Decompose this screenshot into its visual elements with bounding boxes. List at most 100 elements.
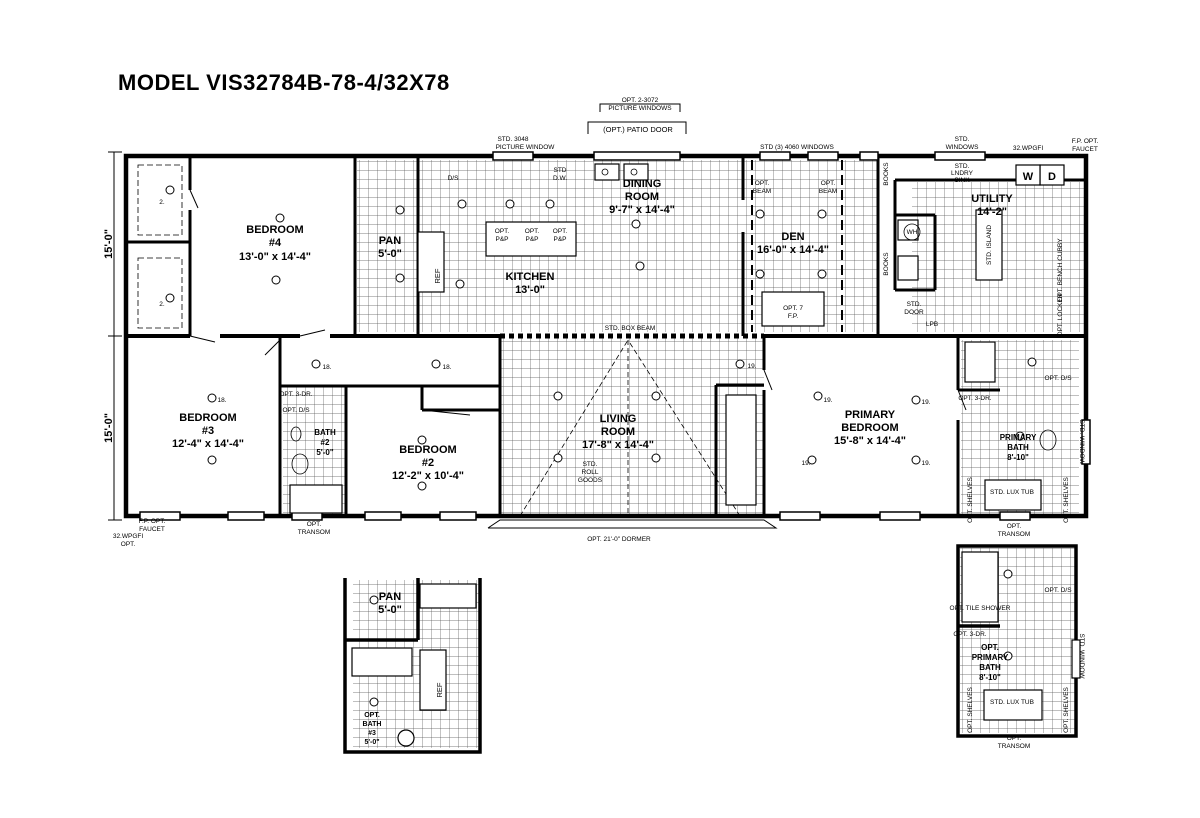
note-ldry-sink-3: SINK bbox=[954, 177, 970, 184]
model-title: MODEL VIS32784B-78-4/32X78 bbox=[118, 70, 450, 95]
note-pp-1: P&P bbox=[495, 236, 508, 243]
note-std-picture-window-2: PICTURE WINDOW bbox=[496, 144, 556, 151]
note-books-1: BOOKS bbox=[883, 162, 890, 186]
note-std-windows-2: WINDOWS bbox=[946, 144, 980, 151]
note-bench-cubby: OPT. BENCH CUBBY bbox=[1057, 238, 1064, 302]
bedroom4-name: BEDROOM bbox=[246, 224, 303, 236]
note-opt-transom-1: OPT. bbox=[307, 521, 322, 528]
outlet-label-2a: 2. bbox=[159, 199, 165, 206]
closet-dashes bbox=[137, 164, 183, 329]
bedroom4-num: #4 bbox=[269, 237, 282, 249]
note-opt-fp: OPT. 7 bbox=[783, 305, 803, 312]
inset-ds: OPT. D/S bbox=[1044, 587, 1072, 594]
outlet-label-19a: 19. bbox=[747, 363, 756, 370]
dim-upper-label: 15'-0" bbox=[103, 229, 115, 259]
primary-bath-size: 8'-10" bbox=[1007, 453, 1029, 462]
primary-bath-name: PRIMARY bbox=[1000, 433, 1037, 442]
note-std-dw-1: STD bbox=[554, 167, 567, 174]
note-opt-picture-windows-2: PICTURE WINDOWS bbox=[608, 105, 672, 112]
windows bbox=[139, 151, 1091, 521]
note-books-2: BOOKS bbox=[883, 252, 890, 276]
door-swings bbox=[189, 189, 967, 416]
note-shelves-left: OPT. SHELVES bbox=[967, 476, 974, 522]
primary-bath-name2: BATH bbox=[1007, 443, 1029, 452]
note-beam-2: BEAM bbox=[819, 188, 837, 195]
note-opt-left: OPT. bbox=[121, 541, 136, 548]
note-opt-patio-door: (OPT.) PATIO DOOR bbox=[603, 125, 673, 134]
note-wh: WH bbox=[907, 229, 918, 236]
dining-name: DINING bbox=[623, 178, 662, 190]
inset-bath-fixtures bbox=[961, 551, 1081, 721]
note-washer: W bbox=[1023, 171, 1034, 183]
outlet-label-19b: 19. bbox=[823, 397, 832, 404]
inset-ref: REF bbox=[435, 682, 444, 697]
inset-pb-size: 8'-10" bbox=[979, 673, 1001, 682]
inset-pan-size: 5'-0" bbox=[378, 604, 402, 616]
outlets bbox=[165, 185, 1037, 707]
inset-bath3-name: BATH bbox=[363, 721, 382, 728]
living-size: 17'-8" x 14'-4" bbox=[582, 439, 654, 451]
kitchen-fixtures bbox=[289, 163, 1065, 514]
den-dashed-lines bbox=[751, 160, 843, 332]
note-shelves-right: OPT. SHELVES bbox=[1063, 476, 1070, 522]
note-std-windows-1: STD. bbox=[955, 136, 970, 143]
bedroom3-name: BEDROOM bbox=[179, 412, 236, 424]
kitchen-name: KITCHEN bbox=[506, 271, 555, 283]
bedroom3-num: #3 bbox=[202, 425, 214, 437]
outlet-label-19e: 19. bbox=[921, 460, 930, 467]
dormer-lines bbox=[519, 339, 741, 517]
note-bath2-3dr: OPT. 3-DR. bbox=[279, 391, 312, 398]
note-std-dw-2: D.W. bbox=[553, 175, 567, 182]
note-ref: REF bbox=[433, 268, 442, 283]
note-std-door-1: STD. bbox=[907, 301, 922, 308]
primary-bedroom-name: PRIMARY bbox=[845, 409, 896, 421]
note-bath2-ds: OPT. D/S bbox=[282, 407, 310, 414]
note-lux-tub: STD. LUX TUB bbox=[990, 489, 1034, 496]
bedroom3-size: 12'-4" x 14'-4" bbox=[172, 438, 244, 450]
outlet-label-18a: 18. bbox=[217, 397, 226, 404]
utility-size: 14'-2" bbox=[977, 206, 1007, 218]
note-dryer: D bbox=[1048, 171, 1056, 183]
inset-pb-name: PRIMARY bbox=[972, 653, 1009, 662]
dormer-base bbox=[487, 519, 778, 529]
note-roll-goods-2: ROLL bbox=[582, 469, 599, 476]
inset-bath3-num: #3 bbox=[368, 730, 376, 737]
inset-shelves-right: OPT. SHELVES bbox=[1063, 686, 1070, 732]
inset-pb-opt: OPT. bbox=[981, 643, 999, 652]
note-opt-pp-3: OPT. bbox=[553, 228, 568, 235]
patio-door-bracket bbox=[587, 103, 687, 134]
outlet-label-2b: 2. bbox=[159, 301, 165, 308]
note-std-box-beam: STD. BOX BEAM bbox=[605, 325, 656, 332]
living-name2: ROOM bbox=[601, 426, 635, 438]
living-name: LIVING bbox=[600, 413, 637, 425]
outlet-label-19c: 19. bbox=[921, 399, 930, 406]
note-opt-beam-2: OPT. bbox=[821, 180, 836, 187]
outlet-label-19d: 19. bbox=[801, 460, 810, 467]
inset-shelves-left: OPT. SHELVES bbox=[967, 686, 974, 732]
inset-pb-name2: BATH bbox=[979, 663, 1001, 672]
note-faucet-left: FAUCET bbox=[139, 526, 165, 533]
note-beam-1: BEAM bbox=[753, 188, 771, 195]
note-std-window: STD. WINDOW bbox=[1078, 419, 1085, 465]
note-opt-transom-2: OPT. bbox=[1007, 523, 1022, 530]
note-wpgfi-left: 32.WPGFI bbox=[113, 533, 144, 540]
outlet-label-18c: 18. bbox=[442, 364, 451, 371]
note-std-4060-windows: STD (3) 4060 WINDOWS bbox=[760, 144, 834, 151]
bath2-size: 5'-0" bbox=[316, 448, 333, 457]
inset-pan-walls bbox=[343, 578, 482, 754]
note-wpgfi-right: 32.WPGFI bbox=[1013, 145, 1044, 152]
utility-name: UTILITY bbox=[971, 193, 1013, 205]
pan-size: 5'-0" bbox=[378, 248, 402, 260]
primary-bedroom-name2: BEDROOM bbox=[841, 422, 898, 434]
inset-3dr: OPT. 3-DR. bbox=[953, 631, 986, 638]
sinks bbox=[290, 168, 1057, 475]
note-faucet-right: FAUCET bbox=[1072, 146, 1098, 153]
note-opt-beam-1: OPT. bbox=[755, 180, 770, 187]
note-fp-faucet-left: F.P. OPT. bbox=[139, 518, 166, 525]
kitchen-size: 13'-0" bbox=[515, 284, 545, 296]
inset-pan-name: PAN bbox=[379, 591, 401, 603]
note-lpb: LPB bbox=[926, 321, 938, 328]
note-opt-pp-1: OPT. bbox=[495, 228, 510, 235]
dim-lower-label: 15'-0" bbox=[103, 413, 115, 443]
